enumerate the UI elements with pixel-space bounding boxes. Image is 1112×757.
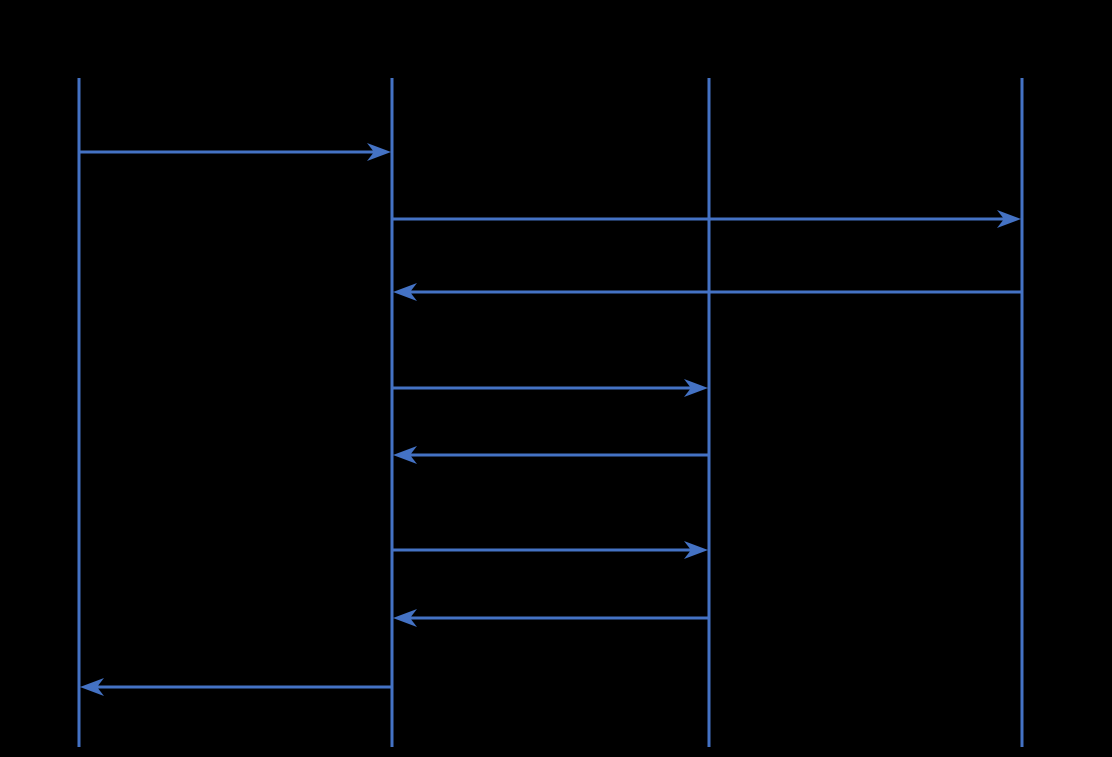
message-3-arrowhead-icon xyxy=(393,283,417,301)
message-8-arrowhead-icon xyxy=(80,678,104,696)
message-4-arrowhead-icon xyxy=(684,379,708,397)
message-2-arrowhead-icon xyxy=(997,210,1021,228)
message-1-arrowhead-icon xyxy=(367,143,391,161)
message-6-arrowhead-icon xyxy=(684,541,708,559)
message-7-arrowhead-icon xyxy=(393,609,417,627)
message-5-arrowhead-icon xyxy=(393,446,417,464)
